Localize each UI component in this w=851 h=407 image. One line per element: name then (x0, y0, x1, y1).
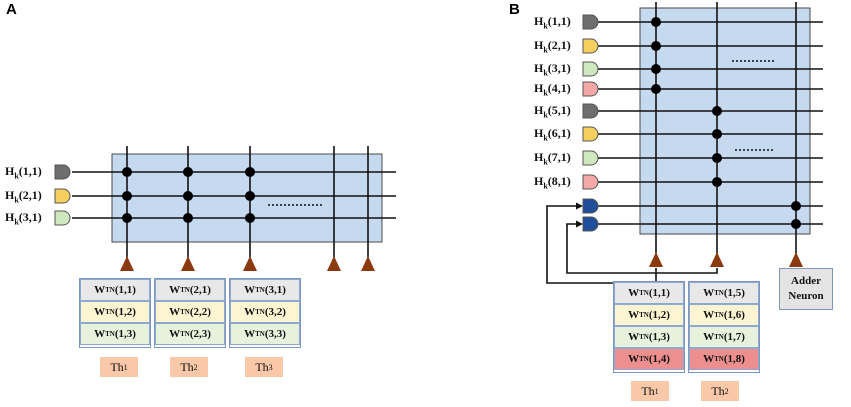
input-neuron-icon (582, 150, 599, 166)
output-neurons-a (120, 256, 375, 271)
output-lines-a (126, 146, 369, 258)
weight-table (154, 278, 226, 348)
synapse-dot-icon (712, 153, 722, 163)
output-neuron-icon (120, 256, 134, 271)
synapse-dot-icon (245, 191, 255, 201)
input-neuron-icon (54, 164, 71, 180)
input-neurons-b (582, 14, 599, 232)
output-neuron-icon (710, 252, 724, 267)
feedback-neuron-icon (582, 216, 599, 232)
output-neuron-icon (361, 256, 375, 271)
input-label: Hk(3,1) (534, 61, 571, 78)
adder-label-line1: Adder (791, 275, 821, 287)
weight-table (79, 278, 151, 348)
input-label: Hk(5,1) (534, 103, 571, 120)
synapse-dot-icon (245, 213, 255, 223)
synapse-dot-icon (651, 64, 661, 74)
crossbar-array-b (639, 7, 811, 235)
weight-table (613, 281, 685, 373)
input-neuron-icon (582, 103, 599, 119)
input-label: Hk(8,1) (534, 174, 571, 191)
input-label: Hk(6,1) (534, 126, 571, 143)
input-lines-b (598, 21, 823, 225)
synapse-dot-icon (712, 106, 722, 116)
input-label: Hk(4,1) (534, 81, 571, 98)
adder-neuron-box: Adder Neuron (779, 268, 833, 310)
synapse-dot-icon (122, 213, 132, 223)
synapse-dot-icon (183, 167, 193, 177)
synapse-dot-icon (183, 213, 193, 223)
panel-label-a: A (6, 1, 17, 18)
panel-label-b: B (509, 1, 520, 18)
synapse-dot-icon (122, 167, 132, 177)
input-label: Hk(2,1) (534, 38, 571, 55)
input-label: Hk(1,1) (5, 164, 42, 181)
synapse-dot-icon (122, 191, 132, 201)
input-neuron-icon (582, 38, 599, 54)
weight-table (688, 281, 760, 373)
feedback-neuron-icon (582, 198, 599, 214)
output-neuron-icon (181, 256, 195, 271)
feedback-loops-b (546, 205, 718, 284)
synapse-dot-icon (791, 201, 801, 211)
synapse-dot-icon (651, 84, 661, 94)
synapse-dot-icon (791, 219, 801, 229)
synapse-dot-icon (651, 17, 661, 27)
input-neurons-a (54, 164, 71, 226)
feedback-arrowheads-b (576, 202, 583, 228)
output-neuron-icon (789, 252, 803, 267)
output-neuron-icon (649, 252, 663, 267)
input-label: Hk(2,1) (5, 188, 42, 205)
synapse-dot-icon (712, 177, 722, 187)
input-neuron-icon (582, 174, 599, 190)
output-neurons-b (649, 252, 803, 267)
input-neuron-icon (54, 188, 71, 204)
adder-label-line2: Neuron (788, 290, 824, 302)
synapse-dots-a (122, 167, 255, 223)
output-neuron-icon (243, 256, 257, 271)
input-neuron-icon (54, 210, 71, 226)
synapse-dot-icon (651, 41, 661, 51)
input-label: Hk(7,1) (534, 150, 571, 167)
synapse-dot-icon (712, 129, 722, 139)
input-label: Hk(3,1) (5, 210, 42, 227)
input-neuron-icon (582, 14, 599, 30)
input-label: Hk(1,1) (534, 14, 571, 31)
output-neuron-icon (327, 256, 341, 271)
weight-table (229, 278, 301, 348)
synapse-dot-icon (245, 167, 255, 177)
synapse-dot-icon (183, 191, 193, 201)
input-neuron-icon (582, 126, 599, 142)
synapse-dots-b (651, 17, 801, 229)
input-neuron-icon (582, 81, 599, 97)
input-neuron-icon (582, 61, 599, 77)
